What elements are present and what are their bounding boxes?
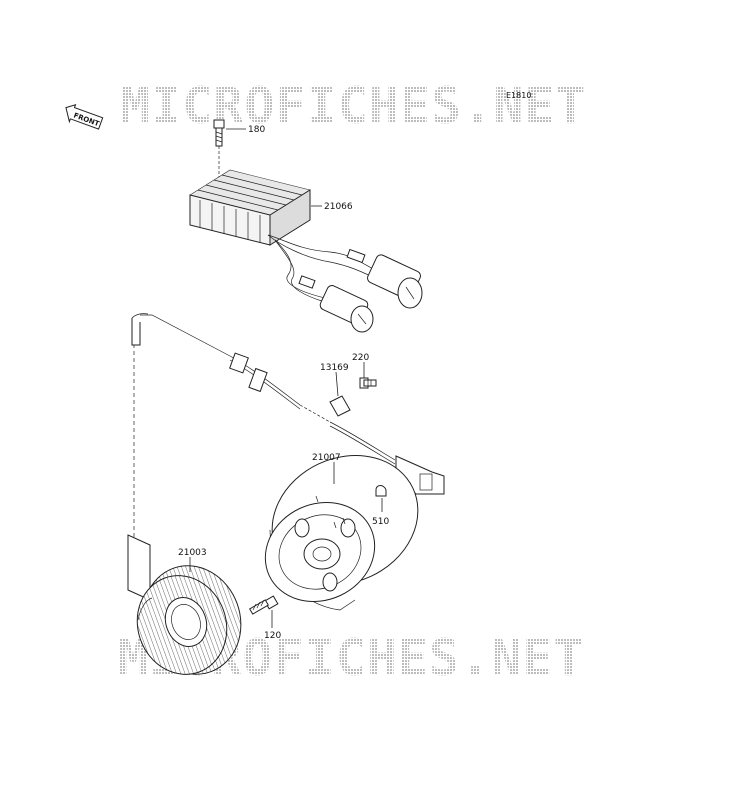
part-label-21007: 21007 <box>312 453 341 463</box>
bolt-120-icon <box>249 595 279 615</box>
diagram-ref-code: E1810 <box>506 91 531 100</box>
part-label-510: 510 <box>372 517 389 527</box>
part-label-120: 120 <box>264 631 281 641</box>
regulator-wiring-icon <box>267 234 423 333</box>
part-label-13169: 13169 <box>320 363 349 373</box>
bolt-180-icon <box>213 119 225 205</box>
stator-coil-icon <box>136 565 242 675</box>
part-label-220: 220 <box>352 353 369 363</box>
front-arrow-icon: FRONT <box>65 103 104 130</box>
rotor-flywheel-icon <box>264 454 419 611</box>
regulator-rectifier-icon <box>189 169 311 246</box>
watermark-top: MICROFICHES.NET <box>120 77 587 135</box>
screw-220-icon <box>359 377 377 389</box>
woodruff-key-510-icon <box>375 485 387 497</box>
part-label-180: 180 <box>248 125 265 135</box>
part-label-21003: 21003 <box>178 548 207 558</box>
part-label-21066: 21066 <box>324 202 353 212</box>
plate-13169-icon <box>329 395 351 417</box>
